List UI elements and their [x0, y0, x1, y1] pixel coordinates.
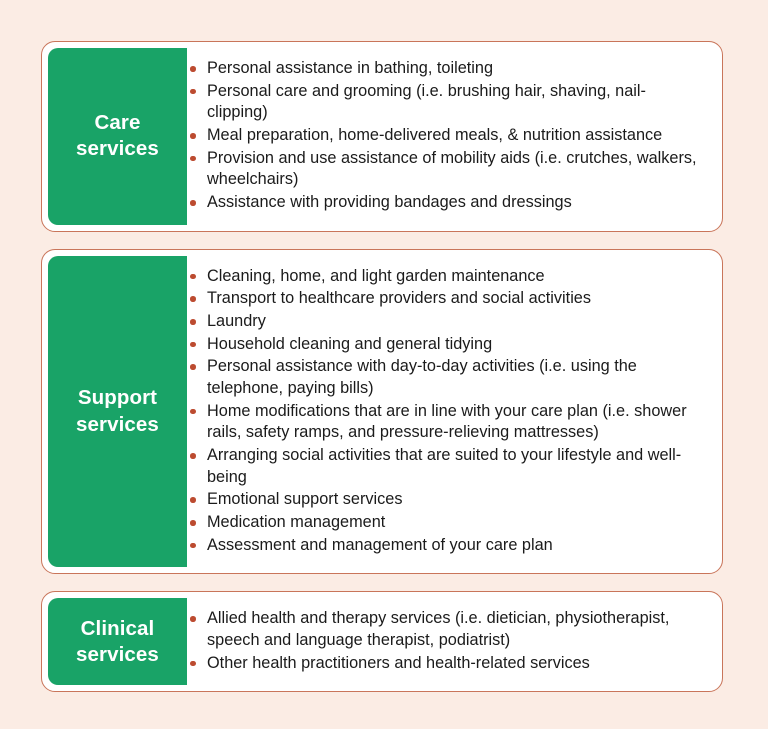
- card-label-support-line2: services: [76, 412, 159, 436]
- list-item: Provision and use assistance of mobility…: [187, 148, 706, 192]
- card-body-support: Cleaning, home, and light garden mainten…: [187, 256, 716, 568]
- list-item-text: Personal assistance with day-to-day acti…: [207, 357, 637, 398]
- list-item: Personal care and grooming (i.e. brushin…: [187, 81, 706, 125]
- card-label-care-text: Care services: [76, 110, 159, 162]
- bullet-dot-icon: [190, 520, 196, 526]
- bullet-dot-icon: [190, 542, 196, 549]
- list-item-text: Assistance with providing bandages and d…: [207, 193, 572, 212]
- list-item-text: Home modifications that are in line with…: [207, 401, 687, 442]
- card-body-care: Personal assistance in bathing, toiletin…: [187, 48, 716, 225]
- list-item-text: Assessment and management of your care p…: [207, 535, 553, 554]
- list-item: Allied health and therapy services (i.e.…: [187, 608, 706, 652]
- bullet-dot-icon: [190, 341, 196, 348]
- card-label-care-line1: Care: [94, 111, 141, 135]
- list-item-text: Personal care and grooming (i.e. brushin…: [207, 81, 646, 122]
- list-item: Assistance with providing bandages and d…: [187, 192, 706, 215]
- bullet-dot-icon: [190, 319, 196, 325]
- card-label-care-line2: services: [76, 137, 159, 161]
- list-item: Laundry: [187, 311, 706, 334]
- card-label-clinical-text: Clinical services: [76, 616, 159, 668]
- bullet-dot-icon: [190, 364, 196, 370]
- bullet-dot-icon: [190, 660, 196, 667]
- list-item: Emotional support services: [187, 489, 706, 512]
- bullet-dot-icon: [190, 200, 196, 206]
- bullet-dot-icon: [190, 155, 196, 162]
- bullet-dot-icon: [190, 133, 196, 139]
- list-item: Household cleaning and general tidying: [187, 334, 706, 357]
- list-item: Home modifications that are in line with…: [187, 401, 706, 445]
- card-label-clinical-line2: services: [76, 642, 159, 666]
- list-item: Personal assistance in bathing, toiletin…: [187, 58, 706, 81]
- bullet-list-support: Cleaning, home, and light garden mainten…: [187, 266, 706, 558]
- bullet-dot-icon: [190, 408, 196, 415]
- list-item-text: Transport to healthcare providers and so…: [207, 289, 592, 308]
- bullet-dot-icon: [190, 616, 196, 622]
- list-item: Assessment and management of your care p…: [187, 535, 706, 558]
- list-item-text: Emotional support services: [207, 490, 403, 509]
- list-item: Cleaning, home, and light garden mainten…: [187, 266, 706, 289]
- list-item-text: Provision and use assistance of mobility…: [207, 148, 697, 189]
- list-item-text: Meal preparation, home-delivered meals, …: [207, 126, 663, 145]
- service-card-clinical: Clinical services Allied health and ther…: [41, 591, 723, 693]
- card-label-support-line1: Support: [77, 386, 158, 410]
- list-item-text: Allied health and therapy services (i.e.…: [207, 609, 670, 650]
- service-card-support: Support services Cleaning, home, and lig…: [41, 248, 723, 575]
- card-label-care: Care services: [48, 48, 187, 225]
- bullet-dot-icon: [190, 88, 196, 95]
- bullet-dot-icon: [190, 273, 196, 280]
- list-item-text: Arranging social activities that are sui…: [207, 446, 682, 486]
- bullet-dot-icon: [190, 296, 196, 302]
- list-item-text: Cleaning, home, and light garden mainten…: [207, 266, 545, 285]
- list-item: Arranging social activities that are sui…: [187, 445, 706, 489]
- list-item-text: Other health practitioners and health-re…: [207, 653, 590, 672]
- bullet-list-clinical: Allied health and therapy services (i.e.…: [187, 608, 706, 675]
- list-item: Medication management: [187, 512, 706, 535]
- list-item-text: Personal assistance in bathing, toiletin…: [207, 59, 494, 77]
- bullet-dot-icon: [190, 66, 196, 72]
- list-item: Transport to healthcare providers and so…: [187, 288, 706, 311]
- list-item-text: Medication management: [207, 513, 386, 532]
- list-item: Other health practitioners and health-re…: [187, 653, 706, 676]
- card-label-clinical-line1: Clinical: [80, 616, 155, 640]
- bullet-dot-icon: [190, 453, 196, 459]
- service-card-care: Care services Personal assistance in bat…: [41, 41, 723, 232]
- bullet-dot-icon: [190, 497, 196, 503]
- card-body-clinical: Allied health and therapy services (i.e.…: [187, 598, 716, 685]
- list-item-text: Laundry: [207, 312, 266, 331]
- bullet-list-care: Personal assistance in bathing, toiletin…: [187, 58, 706, 215]
- card-label-support-text: Support services: [76, 385, 159, 437]
- list-item: Meal preparation, home-delivered meals, …: [187, 125, 706, 148]
- card-label-support: Support services: [48, 255, 187, 568]
- list-item-text: Household cleaning and general tidying: [207, 334, 493, 353]
- list-item: Personal assistance with day-to-day acti…: [187, 356, 706, 400]
- card-label-clinical: Clinical services: [48, 598, 187, 686]
